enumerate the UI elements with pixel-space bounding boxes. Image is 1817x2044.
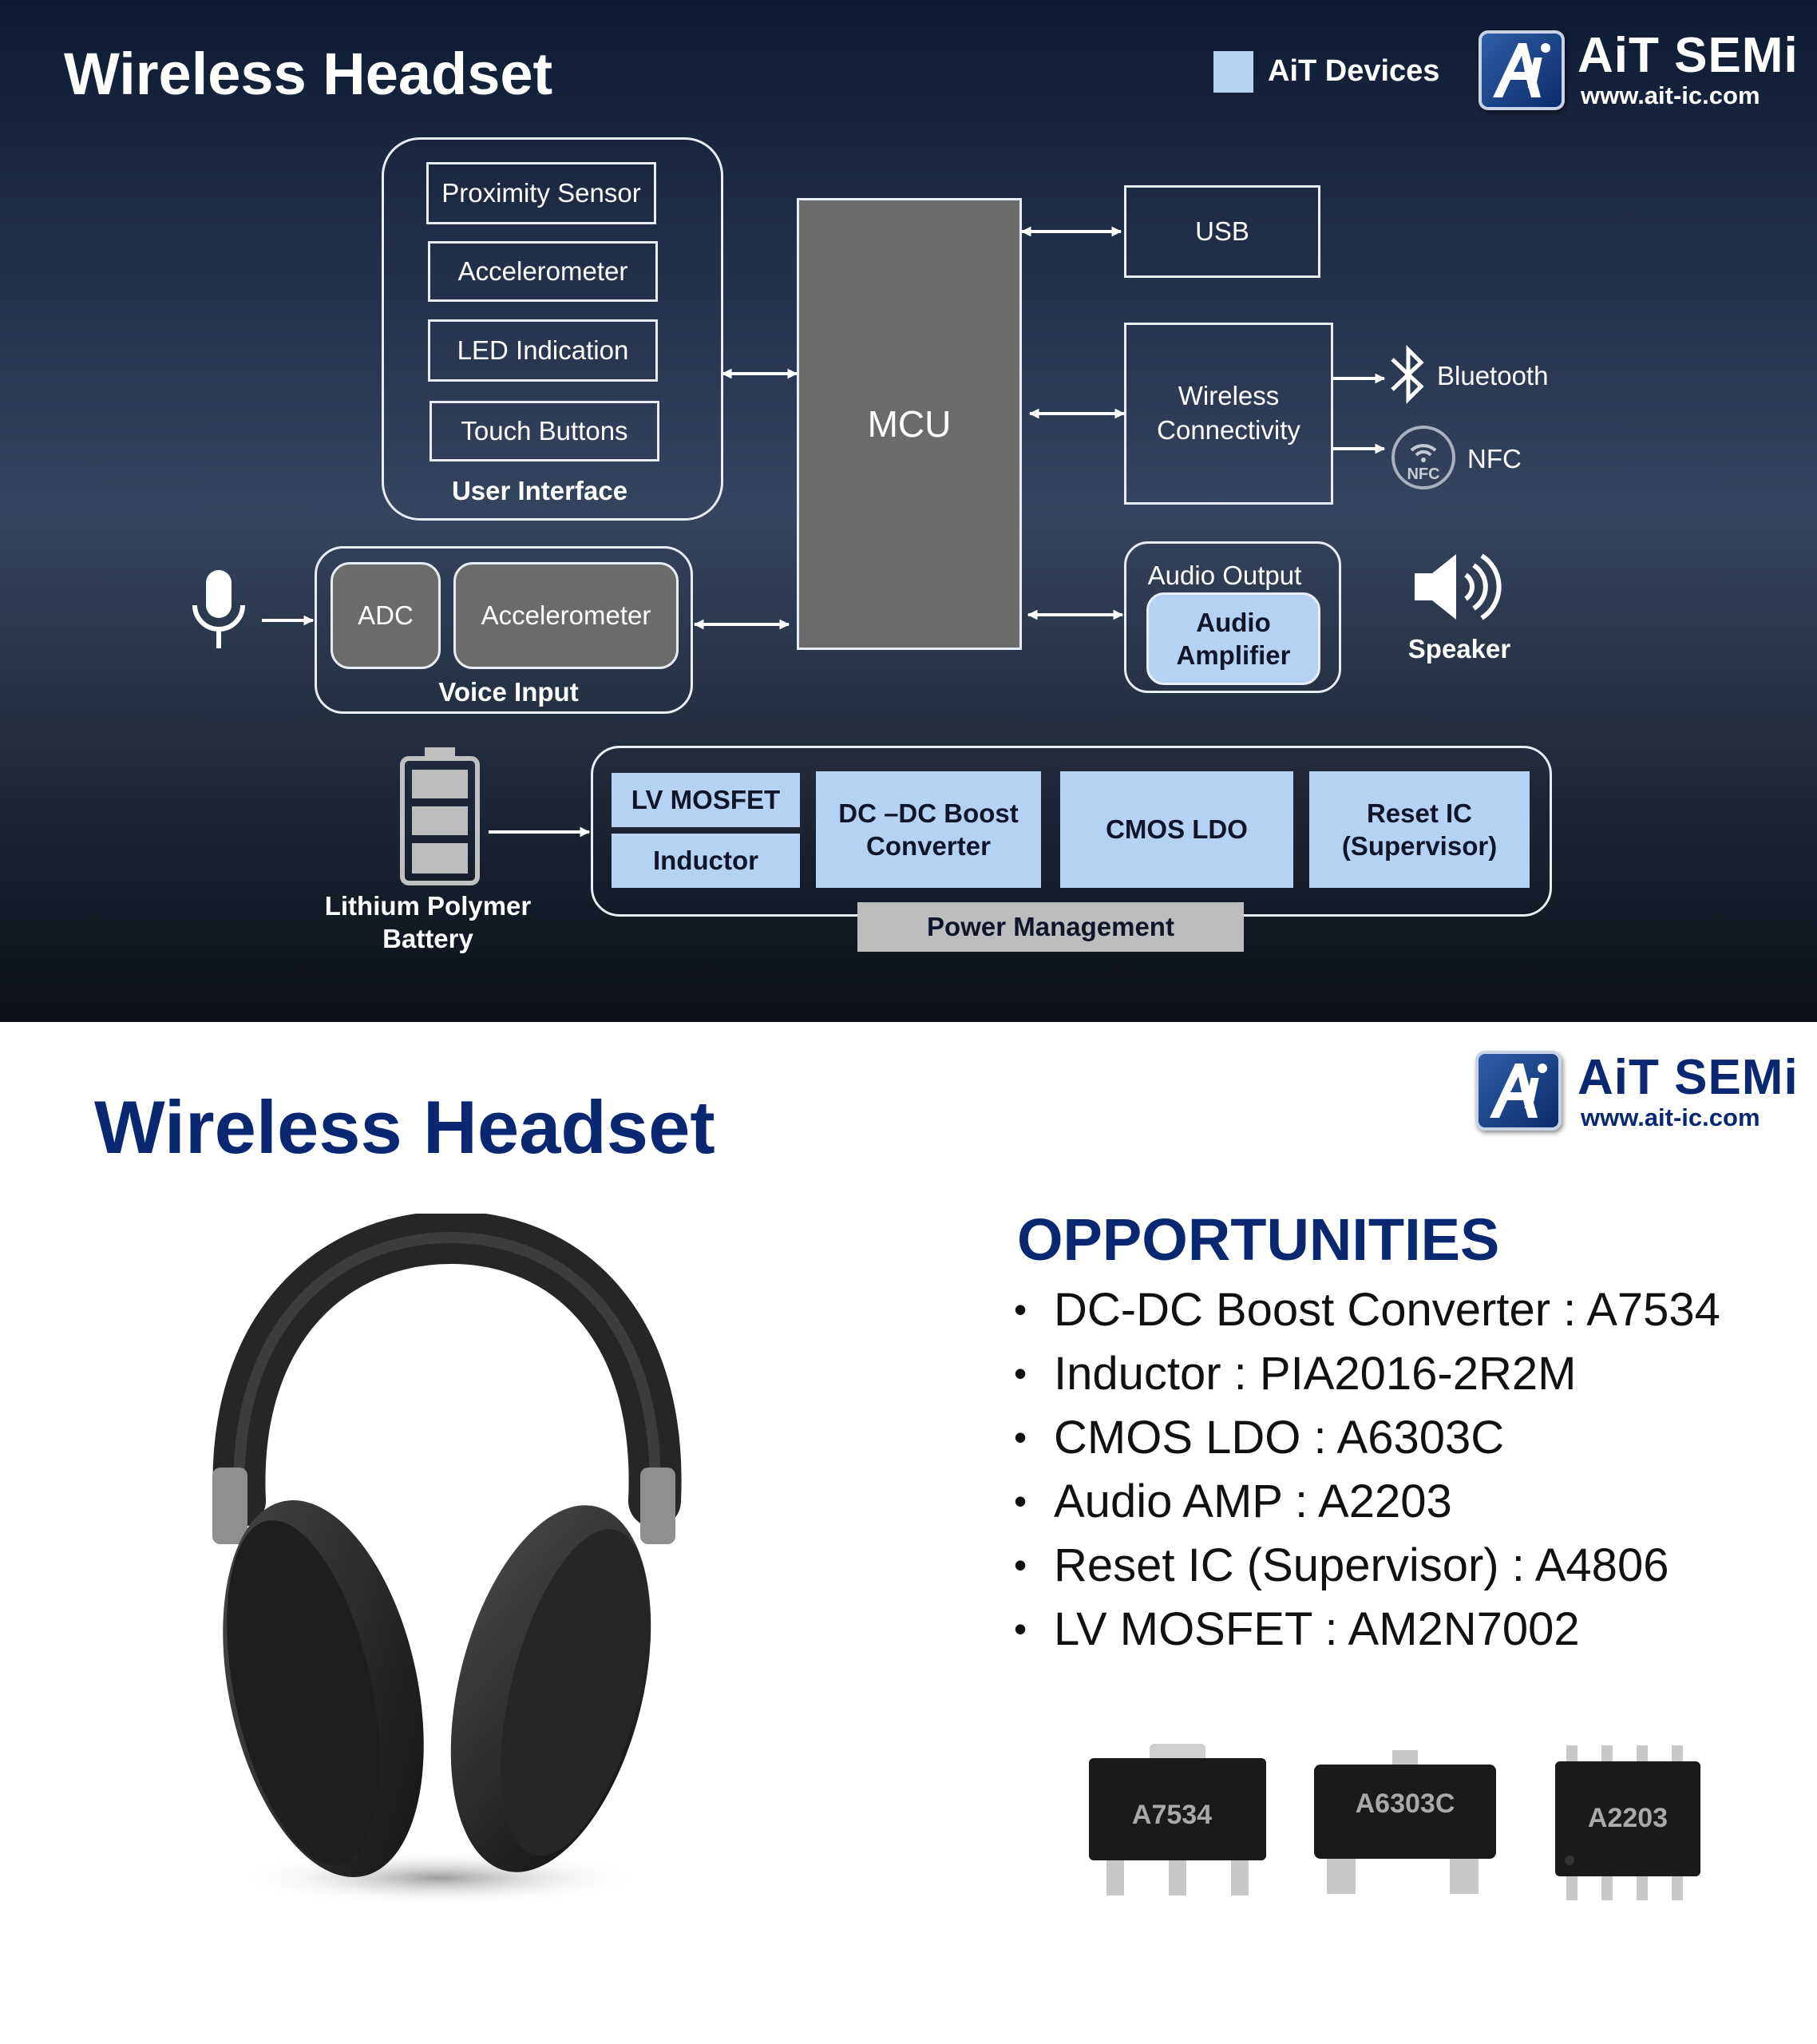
opportunity-text: Audio AMP : A2203 — [1054, 1475, 1452, 1527]
proximity-sensor-box: Proximity Sensor — [426, 162, 656, 224]
user-interface-group — [382, 137, 723, 521]
opportunity-text: Inductor : PIA2016-2R2M — [1054, 1347, 1577, 1400]
headphones-image — [184, 1210, 695, 1920]
lv-mosfet-box: LV MOSFET — [612, 773, 800, 827]
list-item: • CMOS LDO : A6303C — [1014, 1405, 1720, 1469]
list-item: • LV MOSFET : AM2N7002 — [1014, 1597, 1720, 1661]
diagram-title: Wireless Headset — [64, 41, 553, 107]
nfc-icon: NFC — [1389, 423, 1458, 496]
audio-output-label: Audio Output — [1147, 561, 1302, 590]
product-title: Wireless Headset — [94, 1085, 715, 1169]
audio-output-group — [1124, 541, 1341, 693]
power-management-label: Power Management — [857, 902, 1244, 952]
logo-url: www.ait-ic.com — [1581, 1103, 1760, 1131]
wireless-connectivity-box: Wireless Connectivity — [1124, 323, 1333, 505]
speaker-label: Speaker — [1407, 634, 1511, 664]
bullet-icon: • — [1014, 1353, 1027, 1394]
connector-arrows — [303, 226, 1386, 838]
opportunity-text: DC-DC Boost Converter : A7534 — [1054, 1283, 1720, 1336]
chip-label: A6303C — [1356, 1788, 1455, 1819]
list-item: • Audio AMP : A2203 — [1014, 1469, 1720, 1533]
usb-box: USB — [1124, 185, 1320, 278]
opportunities-title: OPPORTUNITIES — [1017, 1206, 1500, 1273]
cmos-ldo-box: CMOS LDO — [1060, 771, 1293, 888]
bullet-icon: • — [1014, 1480, 1027, 1522]
opportunity-text: LV MOSFET : AM2N7002 — [1054, 1602, 1580, 1655]
battery-icon — [398, 746, 482, 890]
voice-input-label: Voice Input — [438, 677, 579, 707]
inductor-box: Inductor — [612, 834, 800, 888]
bluetooth-label: Bluetooth — [1437, 361, 1549, 390]
accelerometer-ui-box: Accelerometer — [428, 241, 658, 302]
mcu-box: MCU — [797, 198, 1022, 650]
audio-amplifier-box: Audio Amplifier — [1146, 592, 1320, 685]
opportunities-list: • DC-DC Boost Converter : A7534 • Inductor… — [1014, 1278, 1720, 1661]
chip-label: A2203 — [1588, 1803, 1668, 1833]
ait-logo-icon — [1479, 30, 1565, 110]
bullet-icon: • — [1014, 1416, 1027, 1458]
nfc-badge-text: NFC — [1407, 465, 1439, 483]
bluetooth-icon — [1386, 342, 1431, 411]
legend-swatch — [1213, 51, 1253, 93]
adc-box: ADC — [331, 562, 441, 669]
chip-a2203-image: A2203 — [1552, 1741, 1704, 1912]
ait-logo-icon — [1475, 1051, 1562, 1131]
touch-buttons-box: Touch Buttons — [430, 401, 659, 461]
battery-label: Lithium Polymer Battery — [324, 891, 532, 954]
chip-label: A7534 — [1132, 1800, 1212, 1830]
speaker-icon — [1411, 549, 1504, 628]
chip-a6303c-image: A6303C — [1309, 1749, 1501, 1904]
led-indication-box: LED Indication — [428, 319, 658, 382]
bullet-icon: • — [1014, 1544, 1027, 1586]
reset-ic-box: Reset IC (Supervisor) — [1309, 771, 1530, 888]
opportunity-text: CMOS LDO : A6303C — [1054, 1411, 1505, 1464]
dcdc-boost-box: DC –DC Boost Converter — [816, 771, 1041, 888]
list-item: • Inductor : PIA2016-2R2M — [1014, 1341, 1720, 1405]
list-item: • DC-DC Boost Converter : A7534 — [1014, 1278, 1720, 1341]
chip-a7534-image: A7534 — [1086, 1741, 1269, 1904]
accelerometer-voice-box: Accelerometer — [453, 562, 679, 669]
bullet-icon: • — [1014, 1608, 1027, 1650]
nfc-label: NFC — [1467, 444, 1522, 473]
list-item: • Reset IC (Supervisor) : A4806 — [1014, 1533, 1720, 1597]
voice-input-group — [315, 546, 693, 714]
logo-name: AiT SEMi — [1578, 28, 1799, 83]
user-interface-label: User Interface — [451, 476, 628, 505]
bullet-icon: • — [1014, 1289, 1027, 1330]
logo-name: AiT SEMi — [1578, 1050, 1799, 1105]
microphone-icon — [187, 568, 251, 656]
logo-url: www.ait-ic.com — [1581, 81, 1760, 109]
block-diagram-slide: Wireless Headset AiT Devices AiT SEMi ww… — [0, 0, 1817, 1022]
opportunity-text: Reset IC (Supervisor) : A4806 — [1054, 1539, 1669, 1591]
legend-label: AiT Devices — [1268, 54, 1440, 88]
